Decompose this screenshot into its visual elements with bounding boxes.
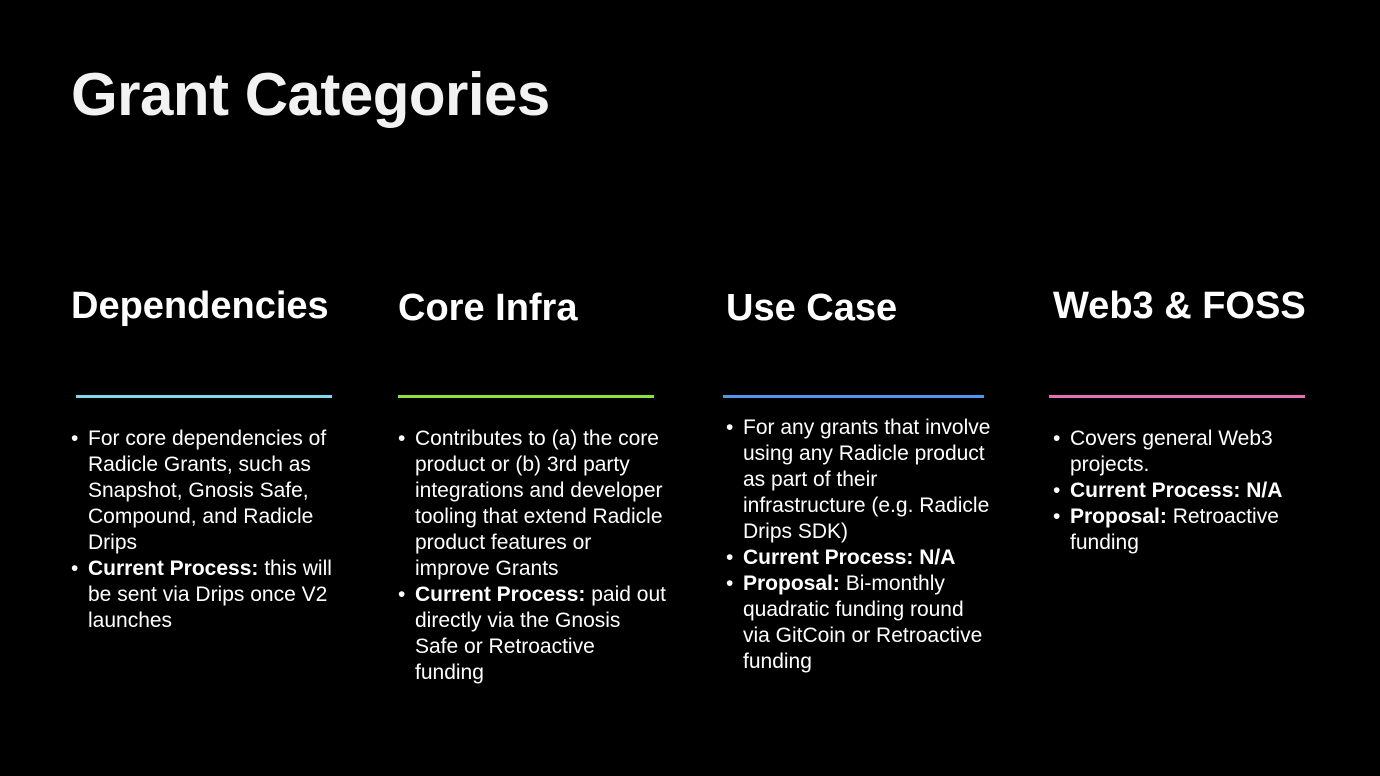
category-heading: Dependencies bbox=[71, 285, 329, 327]
bullet-item: Proposal: Retroactive funding bbox=[1053, 504, 1323, 556]
category-bullets: For any grants that involve using any Ra… bbox=[726, 415, 996, 675]
bullet-item: For any grants that involve using any Ra… bbox=[726, 415, 996, 545]
category-divider bbox=[76, 395, 332, 398]
category-divider bbox=[398, 395, 654, 398]
category-bullets: For core dependencies of Radicle Grants,… bbox=[71, 426, 341, 634]
category-divider bbox=[723, 395, 984, 398]
category-bullets: Contributes to (a) the core product or (… bbox=[398, 426, 668, 686]
category-heading: Core Infra bbox=[398, 287, 578, 329]
category-bullets: Covers general Web3 projects. Current Pr… bbox=[1053, 426, 1323, 556]
slide-title: Grant Categories bbox=[71, 61, 550, 128]
bullet-item: Current Process: paid out directly via t… bbox=[398, 582, 668, 686]
bullet-item: Contributes to (a) the core product or (… bbox=[398, 426, 668, 582]
category-divider bbox=[1049, 395, 1305, 398]
bullet-item: Current Process: N/A bbox=[1053, 478, 1323, 504]
bullet-item: For core dependencies of Radicle Grants,… bbox=[71, 426, 341, 556]
category-heading: Web3 & FOSS bbox=[1053, 285, 1306, 327]
bullet-item: Current Process: N/A bbox=[726, 545, 996, 571]
bullet-item: Current Process: this will be sent via D… bbox=[71, 556, 341, 634]
bullet-item: Proposal: Bi-monthly quadratic funding r… bbox=[726, 571, 996, 675]
bullet-item: Covers general Web3 projects. bbox=[1053, 426, 1323, 478]
category-heading: Use Case bbox=[726, 287, 898, 329]
